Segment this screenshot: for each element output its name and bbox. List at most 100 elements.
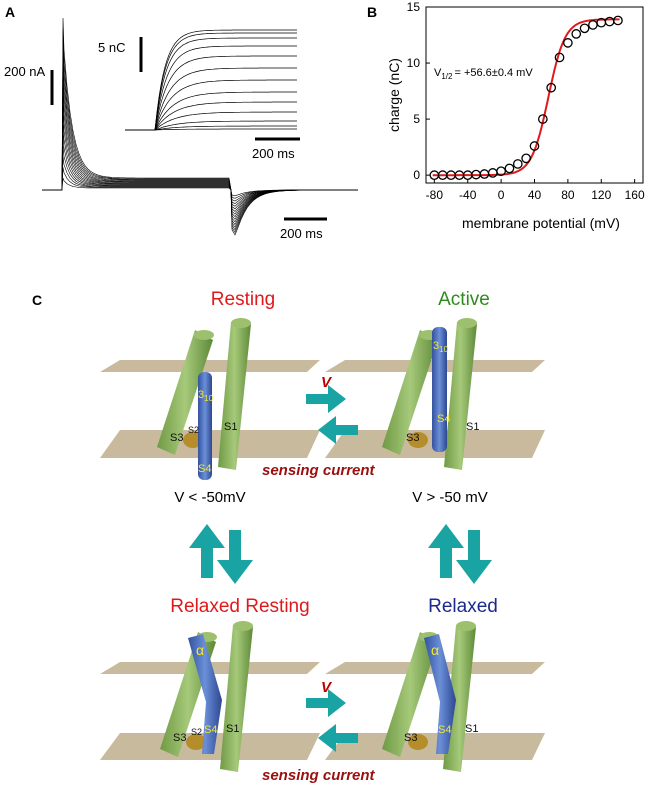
voltage-arrow-label-top: V: [321, 374, 333, 391]
svg-text:S4: S4: [204, 724, 217, 736]
data-point: [563, 38, 573, 48]
svg-text:S1: S1: [466, 421, 479, 433]
resting-channel: 310 S4 S3 S2 S1: [157, 318, 251, 480]
panel-a-label: A: [5, 4, 15, 20]
data-point: [521, 153, 532, 164]
x-tick-label: -40: [459, 188, 477, 202]
charge-trace: [125, 29, 297, 131]
charge-trace: [125, 45, 297, 131]
data-point: [504, 163, 515, 174]
active-channel: 310 S4 S3 S1: [382, 318, 479, 470]
current-trace: [42, 135, 358, 207]
x-tick-label: 0: [498, 188, 505, 202]
panel-c-label: C: [32, 292, 42, 308]
charge-trace: [125, 37, 297, 131]
x-tick-label: 40: [528, 188, 542, 202]
charge-trace: [125, 128, 297, 131]
data-point: [529, 141, 540, 151]
data-point: [496, 166, 506, 177]
axis-ticks: -80 -40 0 40 80 120 160 0 5 10 15: [407, 0, 645, 202]
data-point: [579, 23, 590, 34]
data-points: [429, 15, 623, 181]
x-tick-label: 160: [625, 188, 645, 202]
svg-text:S4: S4: [437, 413, 450, 425]
x-tick-label: 80: [561, 188, 575, 202]
current-trace: [42, 71, 358, 223]
state-resting-label: Resting: [211, 289, 275, 310]
time-scale-label: 200 ms: [280, 226, 323, 241]
active-s4-helix: [432, 327, 447, 452]
charge-scale-label: 5 nC: [98, 40, 125, 55]
state-relaxed-resting-label: Relaxed Resting: [170, 596, 309, 617]
svg-text:S1: S1: [465, 723, 478, 735]
current-traces: [42, 17, 358, 236]
charge-trace: [125, 120, 297, 131]
x-tick-label: -80: [426, 188, 444, 202]
svg-text:S3: S3: [404, 732, 417, 744]
svg-text:S4: S4: [198, 463, 211, 475]
relaxed-resting-s4-helix: [188, 634, 222, 754]
x-tick-label: 120: [591, 188, 611, 202]
condition-right: V > -50 mV: [412, 489, 487, 506]
current-scale-label: 200 nA: [4, 64, 46, 79]
x-axis-label: membrane potential (mV): [462, 215, 620, 231]
resting-s4-helix: [198, 372, 212, 480]
svg-text:S4: S4: [438, 724, 451, 736]
data-point: [546, 82, 557, 93]
svg-text:α: α: [431, 642, 439, 658]
charge-trace: [125, 55, 297, 131]
panel-b-label: B: [367, 4, 377, 20]
current-trace: [42, 60, 358, 226]
svg-text:S3: S3: [173, 732, 186, 744]
current-trace: [42, 28, 358, 234]
current-trace: [42, 124, 358, 210]
charge-trace: [125, 125, 297, 131]
voltage-arrow-label-bottom: V: [321, 679, 333, 696]
y-tick-label: 10: [407, 56, 421, 70]
relaxed-resting-channel: α S4 S3 S2 S1: [160, 621, 253, 772]
vertical-arrows-left: [189, 524, 253, 584]
current-trace: [42, 39, 358, 231]
svg-text:α: α: [196, 642, 204, 658]
y-tick-label: 5: [413, 112, 420, 126]
charge-trace: [125, 79, 297, 131]
relaxed-s4-helix: [424, 634, 456, 754]
svg-text:S3: S3: [170, 432, 183, 444]
data-point: [554, 52, 565, 63]
y-tick-label: 0: [413, 168, 420, 182]
current-trace: [42, 81, 358, 220]
charge-trace: [125, 101, 297, 131]
charge-trace: [125, 67, 297, 131]
state-active-label: Active: [438, 289, 490, 310]
y-tick-label: 15: [407, 0, 421, 14]
condition-left: V < -50mV: [174, 489, 245, 506]
charge-trace: [125, 32, 297, 131]
charge-voltage-chart: -80 -40 0 40 80 120 160 0 5 10 15 membrane potenti…: [386, 0, 645, 231]
svg-text:S1: S1: [226, 723, 239, 735]
current-trace: [42, 49, 358, 228]
data-point: [512, 159, 523, 169]
charge-inset-traces: [125, 29, 297, 131]
svg-text:S2: S2: [188, 425, 199, 435]
sensing-current-label-top: sensing current: [262, 462, 376, 479]
data-point: [613, 15, 623, 26]
current-trace: [42, 113, 358, 212]
boltzmann-fit-line: [432, 18, 620, 177]
inset-time-scale-label: 200 ms: [252, 146, 295, 161]
vertical-arrows-right: [428, 524, 492, 584]
plot-frame: [425, 6, 644, 184]
data-point: [571, 29, 582, 39]
svg-text:S1: S1: [224, 421, 237, 433]
data-point: [588, 20, 598, 30]
sensing-current-label-bottom: sensing current: [262, 767, 376, 784]
data-point: [537, 114, 548, 124]
current-trace: [42, 92, 358, 218]
state-relaxed-label: Relaxed: [428, 596, 498, 617]
relaxed-channel: α S4 S3 S1: [382, 621, 478, 772]
svg-text:S2: S2: [191, 727, 202, 737]
v-half-annotation: V1/2= +56.6±0.4 mV: [434, 67, 533, 81]
svg-text:S3: S3: [406, 432, 419, 444]
current-trace: [42, 103, 358, 215]
charge-trace: [125, 91, 297, 131]
